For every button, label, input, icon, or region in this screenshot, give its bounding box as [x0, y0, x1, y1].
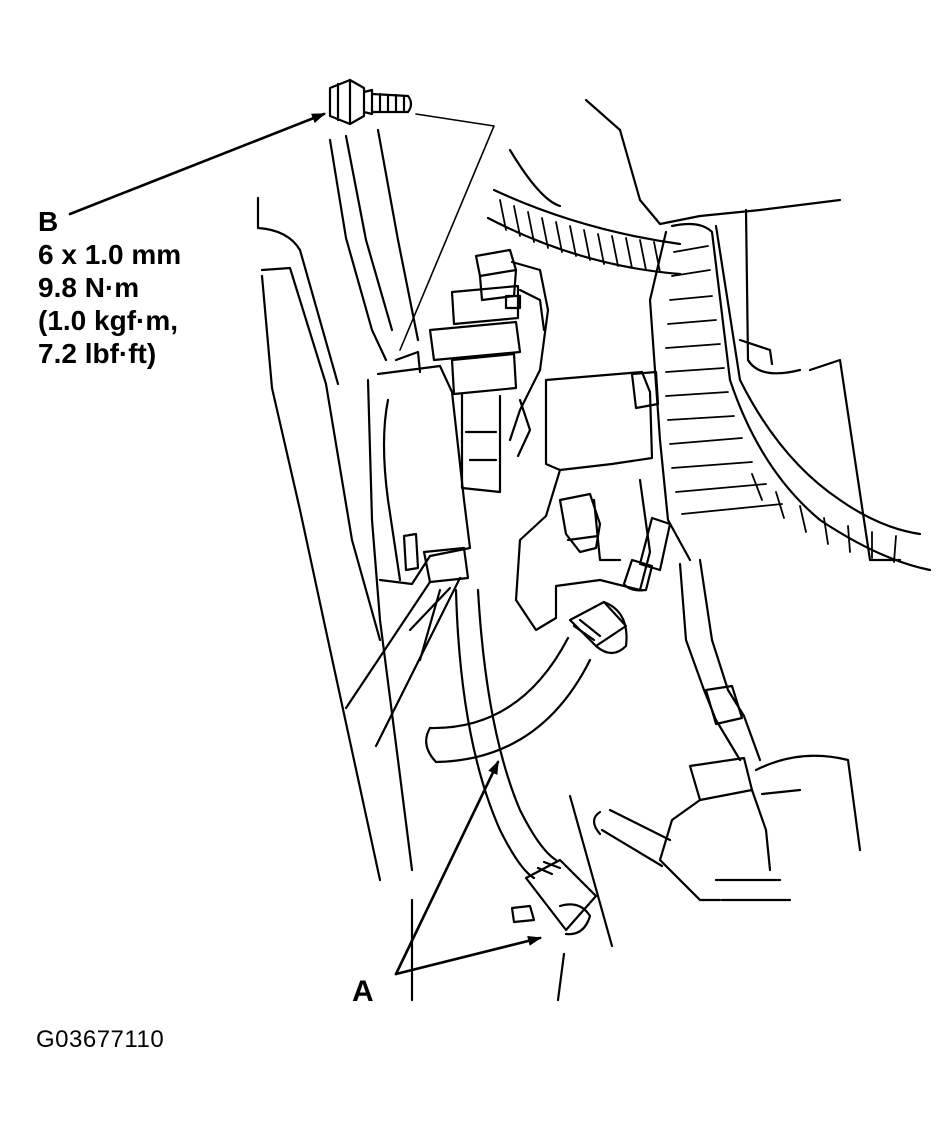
nipple-fitting — [622, 516, 672, 592]
figure-id: G03677110 — [36, 1026, 165, 1053]
torque-nm: 9.8 N·m — [38, 272, 140, 303]
torque-kgfm: (1.0 kgf·m, — [38, 305, 179, 336]
torque-lbfft: 7.2 lbf·ft) — [38, 338, 157, 369]
valve-assembly — [428, 248, 550, 494]
callout-a-label: A — [352, 975, 374, 1008]
hose-upper-a — [425, 600, 628, 764]
callout-b-letter: B — [38, 206, 59, 237]
fuel-line-assembly — [592, 558, 792, 902]
wire-connector — [344, 532, 470, 748]
bolt-size: 6 x 1.0 mm — [38, 239, 182, 270]
callout-b-label: B 6 x 1.0 mm 9.8 N·m (1.0 kgf·m, 7.2 lbf… — [38, 205, 181, 370]
housing-block — [514, 370, 660, 632]
flange-bolt-b — [328, 78, 413, 126]
wiring-harness — [486, 148, 932, 572]
hose-lower-a — [454, 588, 598, 936]
